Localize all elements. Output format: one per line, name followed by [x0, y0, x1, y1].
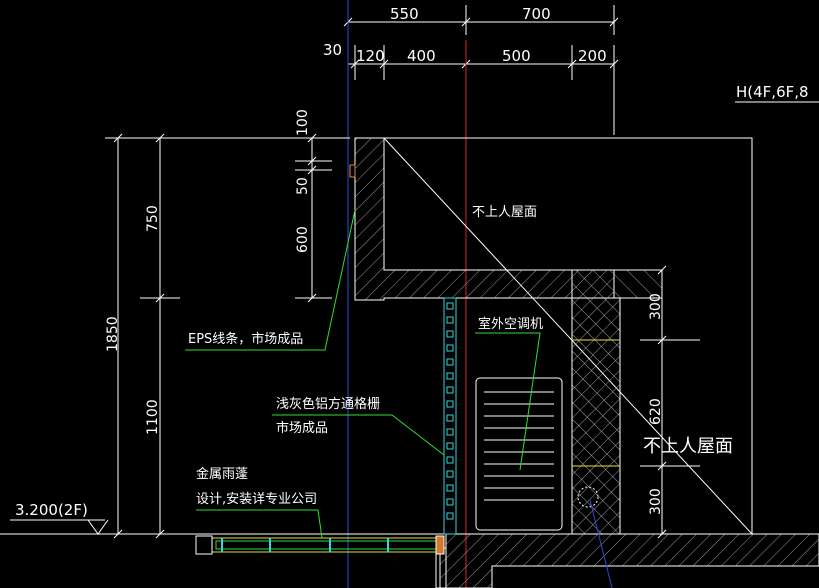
label-grille-line1: 浅灰色铝方通格栅 — [276, 396, 380, 412]
dim-top-200: 200 — [578, 47, 607, 65]
dim-left-750: 750 — [145, 205, 161, 232]
dim-left-1100: 1100 — [145, 399, 161, 435]
drain-symbol — [577, 486, 599, 508]
elevation-symbol — [10, 519, 109, 535]
aluminium-grille — [443, 297, 457, 535]
metal-canopy — [195, 535, 445, 555]
level-tag: H(4F,6F,8 — [736, 83, 809, 101]
label-ac-unit: 室外空调机 — [478, 316, 543, 332]
dim-top-700: 700 — [522, 5, 551, 23]
ac-unit-symbol — [475, 377, 563, 531]
dim-right-300-top: 300 — [648, 293, 664, 320]
label-eps: EPS线条，市场成品 — [188, 331, 303, 347]
right-wall-inner — [571, 297, 621, 535]
label-grille-line2: 市场成品 — [276, 420, 328, 436]
dim-top-400: 400 — [407, 47, 436, 65]
dim-top-550: 550 — [390, 5, 419, 23]
label-canopy-line2: 设计,安装详专业公司 — [196, 492, 317, 507]
dim-right-300-bottom: 300 — [648, 488, 664, 515]
floor-slab — [439, 533, 819, 588]
dim-right-620: 620 — [648, 398, 664, 425]
dim-top-500: 500 — [502, 47, 531, 65]
top-dimensions — [343, 5, 619, 135]
label-canopy-line1: 金属雨蓬 — [196, 466, 248, 482]
right-dimensions — [640, 265, 700, 539]
dim-top-30: 30 — [323, 41, 342, 59]
eps-profile — [349, 164, 356, 178]
dim-top-120: 120 — [356, 47, 385, 65]
label-roof-top: 不上人屋面 — [472, 205, 537, 220]
dim-left-50: 50 — [295, 177, 311, 195]
dim-left-1850: 1850 — [105, 316, 121, 352]
dim-left-100: 100 — [295, 109, 311, 136]
drain-leader — [589, 499, 613, 588]
left-dimensions — [0, 133, 819, 539]
leader-lines — [185, 209, 541, 539]
elevation-mark: 3.200(2F) — [15, 501, 88, 519]
label-roof-right: 不上人屋面 — [643, 436, 733, 457]
dim-left-600: 600 — [295, 226, 311, 253]
roof-outline — [382, 137, 753, 536]
